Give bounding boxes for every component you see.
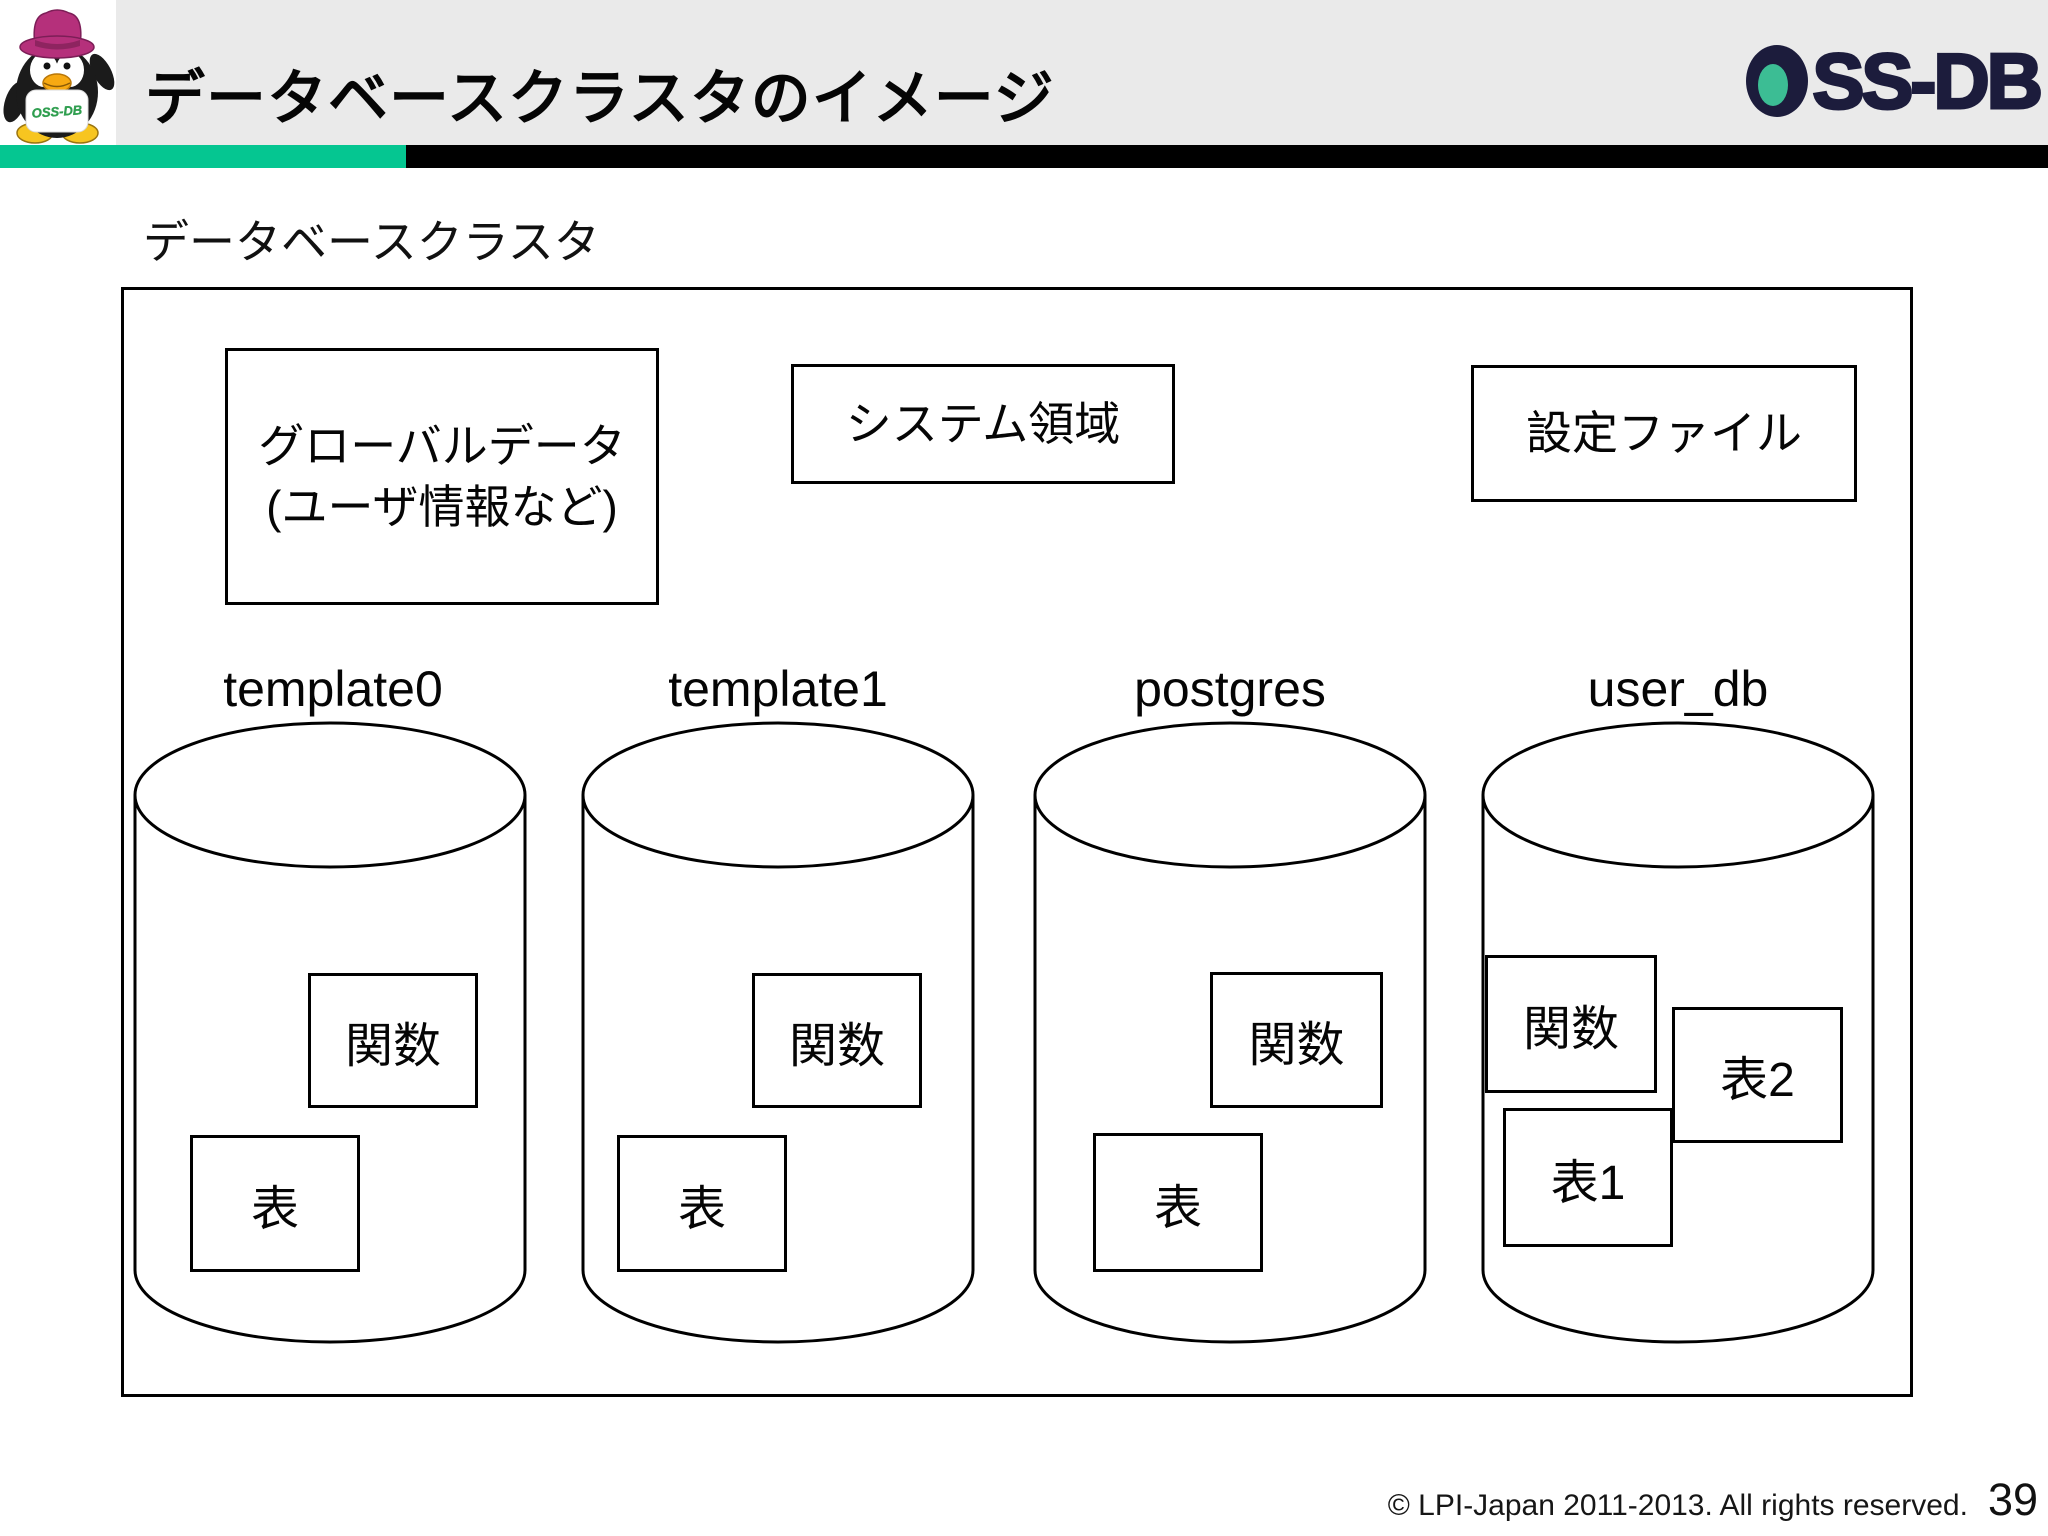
ossdb-logo: SS-DB bbox=[1745, 37, 2045, 125]
template1-function-box: 関数 bbox=[752, 973, 922, 1108]
user-db-table1-box: 表1 bbox=[1503, 1108, 1673, 1247]
slide-footer: © LPI-Japan 2011-2013. All rights reserv… bbox=[1388, 1474, 2038, 1526]
copyright-text: © LPI-Japan 2011-2013. All rights reserv… bbox=[1387, 1489, 1968, 1522]
page-title: データベースクラスタのイメージ bbox=[145, 65, 1055, 132]
global-data-box: グローバルデータ (ユーザ情報など) bbox=[225, 348, 659, 605]
slide-header: OSS-DB データベースクラスタのイメージ SS-DB bbox=[0, 0, 2048, 145]
accent-bar bbox=[0, 145, 2048, 168]
user-db-table2-box: 表2 bbox=[1672, 1007, 1843, 1143]
ossdb-logo-o-icon bbox=[1746, 45, 1809, 117]
global-data-line2: (ユーザ情報など) bbox=[266, 480, 618, 533]
db-label-postgres: postgres bbox=[1134, 661, 1326, 717]
db-label-user-db: user_db bbox=[1587, 661, 1769, 717]
template1-table-box: 表 bbox=[617, 1135, 787, 1272]
user-db-function-box: 関数 bbox=[1485, 955, 1657, 1093]
postgres-function-box: 関数 bbox=[1210, 972, 1383, 1108]
template0-function-box: 関数 bbox=[308, 973, 478, 1108]
accent-bar-black-segment bbox=[406, 145, 2048, 168]
accent-bar-green-segment bbox=[0, 145, 406, 168]
page-number: 39 bbox=[1987, 1474, 2038, 1525]
mascot-shirt-text: OSS-DB bbox=[31, 102, 82, 120]
ossdb-mascot-logo: OSS-DB bbox=[0, 0, 116, 145]
system-area-box: システム領域 bbox=[791, 364, 1175, 484]
db-label-template1: template1 bbox=[668, 661, 888, 717]
global-data-line1: グローバルデータ bbox=[258, 419, 626, 472]
postgres-table-box: 表 bbox=[1093, 1133, 1263, 1272]
db-label-template0: template0 bbox=[223, 661, 443, 717]
ossdb-logo-text: SS-DB bbox=[1811, 37, 2045, 125]
cluster-label: データベースクラスタ bbox=[143, 216, 600, 268]
config-file-box: 設定ファイル bbox=[1471, 365, 1857, 502]
mascot-penguin-icon: OSS-DB bbox=[0, 0, 116, 145]
template0-table-box: 表 bbox=[190, 1135, 360, 1272]
